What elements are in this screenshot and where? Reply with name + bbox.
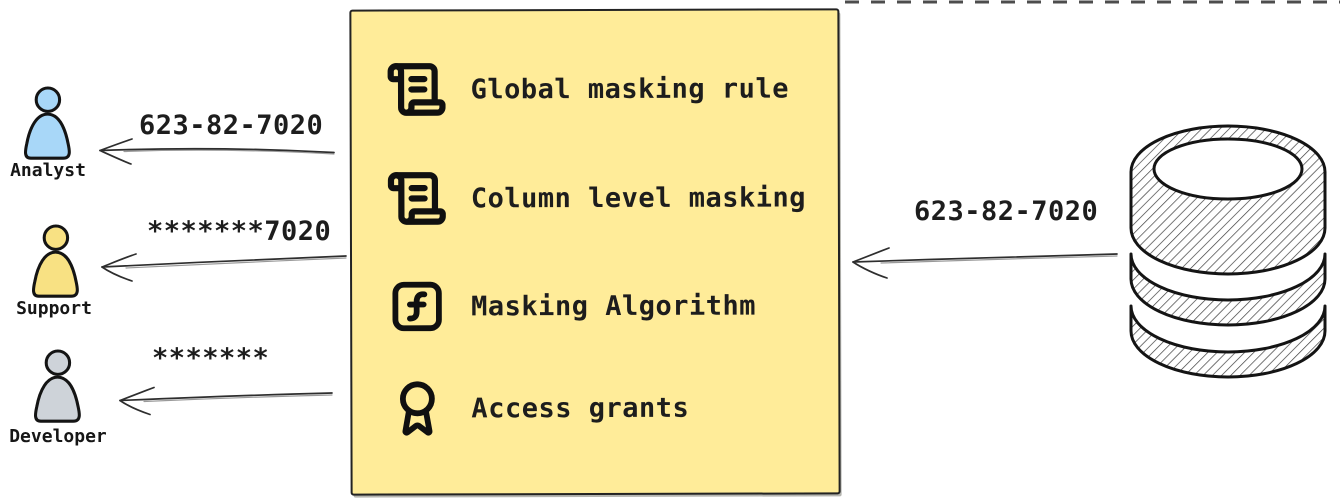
item-label: Column level masking [470,181,807,214]
arrow-db-to-box-icon [852,247,1118,279]
item-label: Access grants [471,392,690,424]
award-icon [385,375,449,441]
item-access-grants: Access grants [385,374,822,441]
analyst-label: Analyst [10,160,86,181]
item-label: Masking Algorithm [471,290,757,322]
arrow-to-support-icon [101,253,347,282]
function-square-icon [385,273,449,339]
item-label: Global masking rule [470,72,789,105]
support-person-icon [32,224,79,298]
analyst-masked-value: 623-82-7020 [139,110,324,141]
developer-person-icon [34,349,81,423]
developer-masked-value: ******* [152,343,270,374]
support-label: Support [16,298,92,319]
analyst-person-icon [24,86,71,160]
item-column-level-masking: Column level masking [385,164,822,231]
support-masked-value: *******7020 [147,216,332,247]
item-masking-algorithm: Masking Algorithm [385,272,822,339]
arrow-to-analyst-icon [99,138,335,165]
developer-label: Developer [9,426,107,447]
database-icon [1129,124,1327,379]
canvas-top-dashes [845,0,1340,4]
scroll-text-icon [384,56,448,122]
scroll-text-icon [385,165,449,231]
masking-rules-box: Global masking rule Column level masking [349,8,841,496]
item-global-masking-rule: Global masking rule [384,55,821,122]
database-outgoing-value: 623-82-7020 [914,196,1099,227]
arrow-to-developer-icon [119,386,333,416]
